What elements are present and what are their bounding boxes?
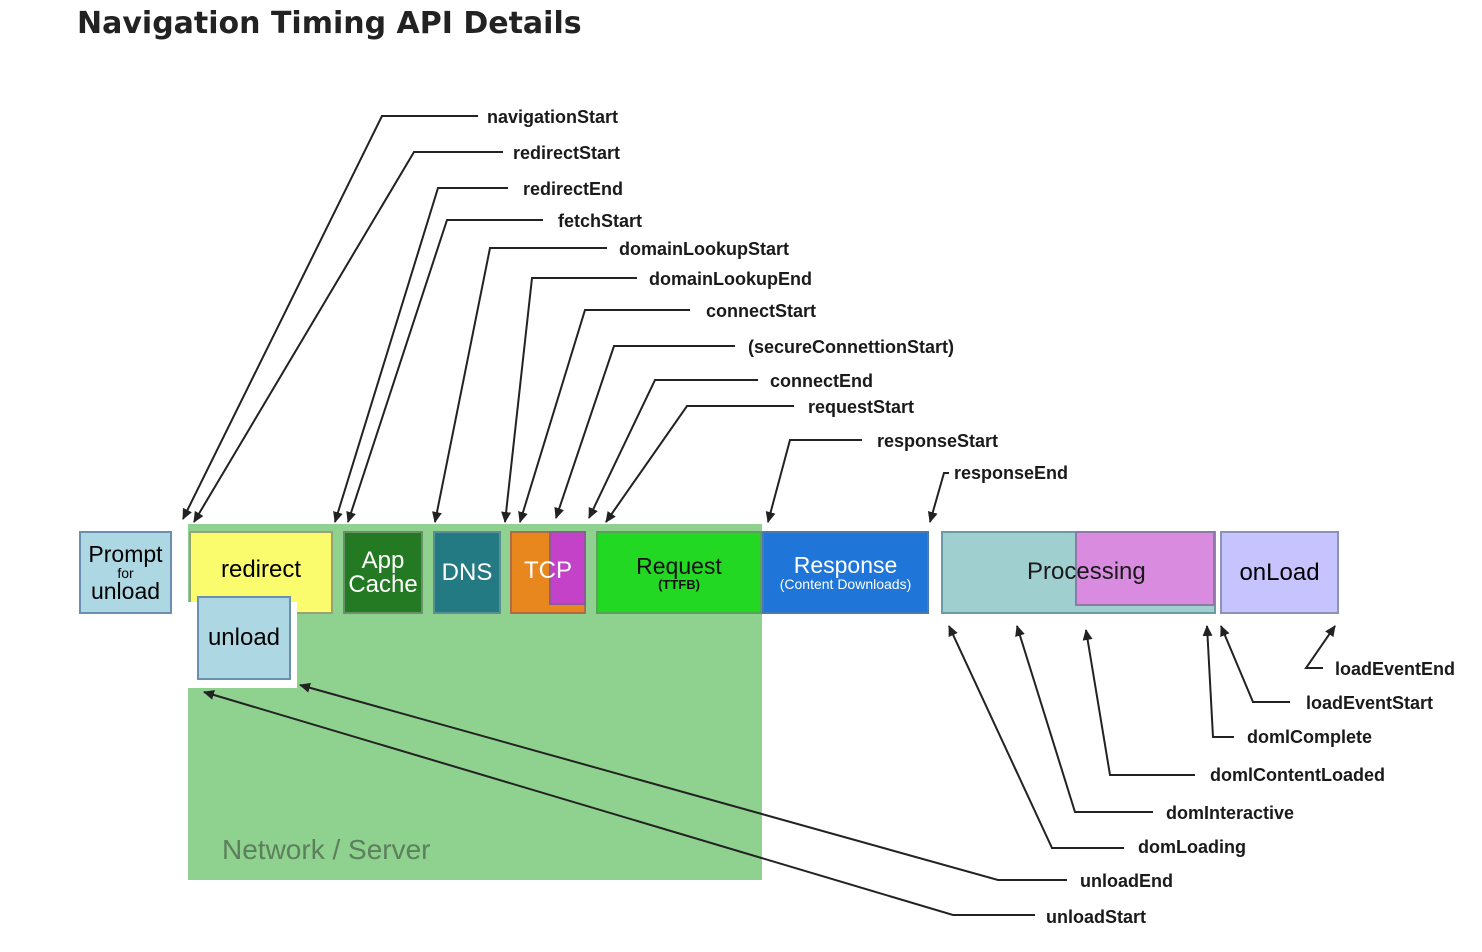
prompt-line3: unload <box>90 577 161 604</box>
event-unloadEnd: unloadEnd <box>1080 871 1173 891</box>
arrow-domainLookupEnd <box>501 277 637 523</box>
event-responseEnd: responseEnd <box>954 463 1069 483</box>
arrow-domContentLoaded <box>1082 629 1195 776</box>
event-domLoading: domLoading <box>1138 837 1246 857</box>
event-redirectStart: redirectStart <box>513 143 621 163</box>
event-secureConnectionStart: (secureConnettionStart) <box>748 337 955 357</box>
event-requestStart: requestStart <box>808 397 915 417</box>
event-domainLookupEnd: domainLookupEnd <box>649 269 812 289</box>
arrow-redirectEnd <box>333 187 508 523</box>
arrow-loadEventStart <box>1220 625 1290 703</box>
arrow-fetchStart <box>346 219 543 523</box>
event-domainLookupStart: domainLookupStart <box>619 239 789 259</box>
prompt-line1: Prompt <box>88 540 163 567</box>
event-fetchStart: fetchStart <box>558 211 643 231</box>
event-domContentLoaded: domlContentLoaded <box>1210 765 1385 785</box>
unload-label: unload <box>207 624 281 651</box>
arrow-unloadStart <box>203 690 1035 916</box>
phase-dns: DNS <box>433 531 501 614</box>
phase-response: Response (Content Downloads) <box>762 531 929 614</box>
arrow-responseStart <box>765 439 862 523</box>
redirect-label: redirect <box>220 555 302 583</box>
phase-app-cache: App Cache <box>343 531 423 614</box>
event-domComplete: domlComplete <box>1247 727 1373 747</box>
arrow-connectStart <box>518 309 690 523</box>
arrow-responseEnd <box>927 472 949 523</box>
arrow-requestStart <box>605 405 794 523</box>
phase-unload: unload <box>197 596 291 680</box>
arrow-connectEnd <box>588 379 758 519</box>
arrow-domInteractive <box>1015 625 1153 813</box>
event-connectEnd: connectEnd <box>770 371 874 391</box>
event-connectStart: connectStart <box>706 301 817 321</box>
response-sub: (Content Downloads) <box>779 576 912 592</box>
phase-processing-inner <box>1075 531 1215 606</box>
network-server-label: Network / Server <box>222 834 431 865</box>
app-cache-line1: App <box>361 546 405 574</box>
event-unloadStart: unloadStart <box>1046 907 1147 927</box>
arrow-unloadEnd <box>299 682 1067 881</box>
event-redirectEnd: redirectEnd <box>523 179 624 199</box>
processing-label: Processing <box>1027 558 1146 585</box>
page-title: Navigation Timing API Details <box>77 6 582 41</box>
response-label: Response <box>793 552 898 578</box>
event-responseStart: responseStart <box>877 431 999 451</box>
phase-ssl <box>549 531 586 605</box>
tcp-label: TCP <box>524 557 572 584</box>
phase-request: Request (TTFB) <box>596 531 762 614</box>
arrow-loadEventEnd <box>1304 625 1336 669</box>
arrow-domLoading <box>948 625 1124 849</box>
arrow-navigationStart <box>182 115 478 520</box>
phase-onload: onLoad <box>1220 531 1339 614</box>
dns-label: DNS <box>441 558 493 586</box>
onload-label: onLoad <box>1239 558 1320 586</box>
arrow-domComplete <box>1202 625 1234 738</box>
app-cache-line2: Cache <box>348 570 418 598</box>
arrow-redirectStart <box>193 151 503 523</box>
event-loadEventEnd: loadEventEnd <box>1335 659 1456 679</box>
request-sub: (TTFB) <box>658 576 700 592</box>
event-domInteractive: domInteractive <box>1166 803 1295 823</box>
arrow-domainLookupStart <box>432 247 607 523</box>
request-label: Request <box>636 552 722 579</box>
phase-prompt-unload: Prompt for unload <box>79 531 172 614</box>
prompt-line2: for <box>117 564 134 581</box>
event-navigationStart: navigationStart <box>487 107 619 127</box>
arrow-secureConnectionStart <box>554 345 735 519</box>
event-loadEventStart: loadEventStart <box>1306 693 1434 713</box>
